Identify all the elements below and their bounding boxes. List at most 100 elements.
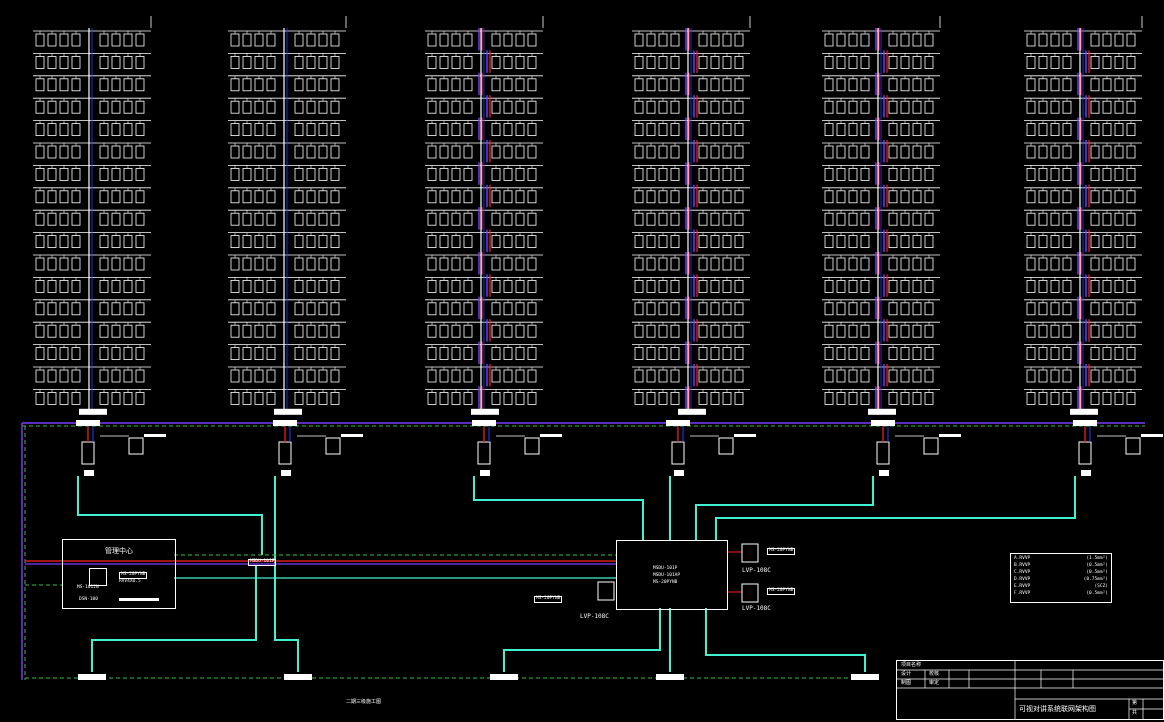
camera-label-bottom: LVP-108C [742, 605, 771, 612]
central-line-2: MSDU-101AP [653, 573, 681, 578]
entrance-base [1081, 470, 1091, 476]
trunk-cyan-6 [715, 476, 1076, 540]
management-cable-label-2: RVV4X0.5 [119, 579, 141, 584]
trunk-cyan-3 [473, 476, 644, 540]
entrance-terminal [76, 420, 100, 426]
entrance-base [674, 470, 684, 476]
title-draw: 制图 [901, 680, 912, 686]
entrance-terminal [871, 420, 895, 426]
power-supply [1125, 437, 1141, 455]
building [632, 16, 751, 415]
central-line-1: MSDU-101P [653, 566, 678, 571]
network-layer [21, 422, 1145, 680]
trunk-cyan-2 [274, 476, 299, 672]
entrance-base [281, 470, 291, 476]
entrance-terminal [472, 420, 496, 426]
entrance-terminal [666, 420, 690, 426]
legend-left: E.RVVP [1014, 584, 1031, 589]
management-console-icon [89, 568, 107, 586]
mid-cable-label: MSDU-101P [248, 559, 277, 566]
junction-box [78, 674, 106, 680]
distributor [678, 408, 706, 415]
distributor [274, 408, 302, 415]
camera-unit [597, 581, 615, 601]
diagram-title: 可视对讲系统联网架构图 [1019, 705, 1096, 713]
building [1024, 16, 1143, 415]
junction-box [656, 674, 684, 680]
legend-row: F.RVVP(0.5mm²) [1011, 591, 1111, 598]
title-design: 设计 [901, 671, 912, 677]
entrance-tag [341, 434, 363, 437]
entrance-station [666, 420, 756, 476]
building [822, 16, 941, 415]
legend-left: D.RVVP [1014, 577, 1031, 582]
management-cable-label-1: MS-20PYNB [119, 572, 148, 579]
distributor [1070, 408, 1098, 415]
legend-row: E.RVVP (SCZ) [1011, 584, 1111, 591]
entrance-station [871, 420, 961, 476]
entrance-terminal [1073, 420, 1097, 426]
entrance-tag [734, 434, 756, 437]
title-check: 校核 [929, 671, 940, 677]
entrance-tag [1141, 434, 1163, 437]
power-supply [524, 437, 540, 455]
entrance-station [273, 420, 363, 476]
legend-left: F.RVVP [1014, 591, 1031, 596]
entrance-terminal [273, 420, 297, 426]
legend-box: A.RVVP(1.5mm²) B.RVVP(0.5mm²) C.RVVP(0.5… [1010, 553, 1112, 603]
title-block-grid [897, 661, 1163, 719]
junction-box [284, 674, 312, 680]
camera-cable-top: MS-20PYNB [767, 548, 796, 555]
title-total: 共 [1132, 710, 1138, 716]
legend-row: D.RVVP (0.75mm²) [1011, 577, 1111, 584]
entrance-base [879, 470, 889, 476]
title-project: 项目名称 [901, 662, 922, 668]
camera-unit [741, 583, 759, 603]
trunk-cyan-10 [91, 565, 257, 672]
entrance-station [76, 420, 166, 476]
distributor [868, 408, 896, 415]
entrance-tag [939, 434, 961, 437]
management-bar [119, 598, 159, 601]
distributor [471, 408, 499, 415]
devices-layer [76, 420, 1163, 680]
legend-right: (SCZ) [1094, 584, 1108, 589]
entrance-station [1073, 420, 1163, 476]
legend-right: (1.5mm²) [1086, 556, 1108, 561]
camera-cable-left: MS-20PYNB [534, 596, 563, 603]
central-switch-box: MSDU-101P MSDU-101AP MS-20PYNB [616, 540, 728, 610]
power-supply [128, 437, 144, 455]
legend-row: A.RVVP(1.5mm²) [1011, 556, 1111, 563]
central-line-3: MS-20PYNB [653, 580, 678, 585]
entrance-base [84, 470, 94, 476]
trunk-cyan-1 [77, 476, 263, 555]
management-center-title: 管理中心 [105, 547, 133, 555]
trunk-cyan-7 [503, 608, 661, 672]
trunk-cyan-9 [705, 608, 866, 672]
buildings-layer [33, 16, 1143, 415]
camera-label-left: LVP-108C [580, 613, 609, 620]
legend-row: C.RVVP(0.5mm²) [1011, 570, 1111, 577]
title-page: 第 [1132, 700, 1138, 706]
legend-right: (0.5mm²) [1086, 570, 1108, 575]
building [425, 16, 544, 415]
legend-right: (0.5mm²) [1086, 563, 1108, 568]
title-audit: 审定 [929, 680, 940, 686]
power-supply [923, 437, 939, 455]
trunk-cyan-5 [695, 476, 874, 540]
power-supply [718, 437, 734, 455]
entrance-tag [540, 434, 562, 437]
camera-cable-bottom: MS-20PYNB [767, 588, 796, 595]
legend-right: (0.75mm²) [1083, 577, 1108, 582]
management-center-box: 管理中心 MS-1012N MS-20PYNB RVV4X0.5 DSN-100 [62, 539, 176, 609]
management-device-label: MS-1012N [77, 585, 99, 590]
building [33, 16, 152, 415]
entrance-tag [144, 434, 166, 437]
junction-box [490, 674, 518, 680]
entrance-base [480, 470, 490, 476]
camera-label-top: LVP-108C [742, 567, 771, 574]
title-block: 项目名称 设计 制图 校核 审定 可视对讲系统联网架构图 第 共 [896, 660, 1164, 720]
entrance-station [472, 420, 562, 476]
camera-unit [741, 543, 759, 563]
